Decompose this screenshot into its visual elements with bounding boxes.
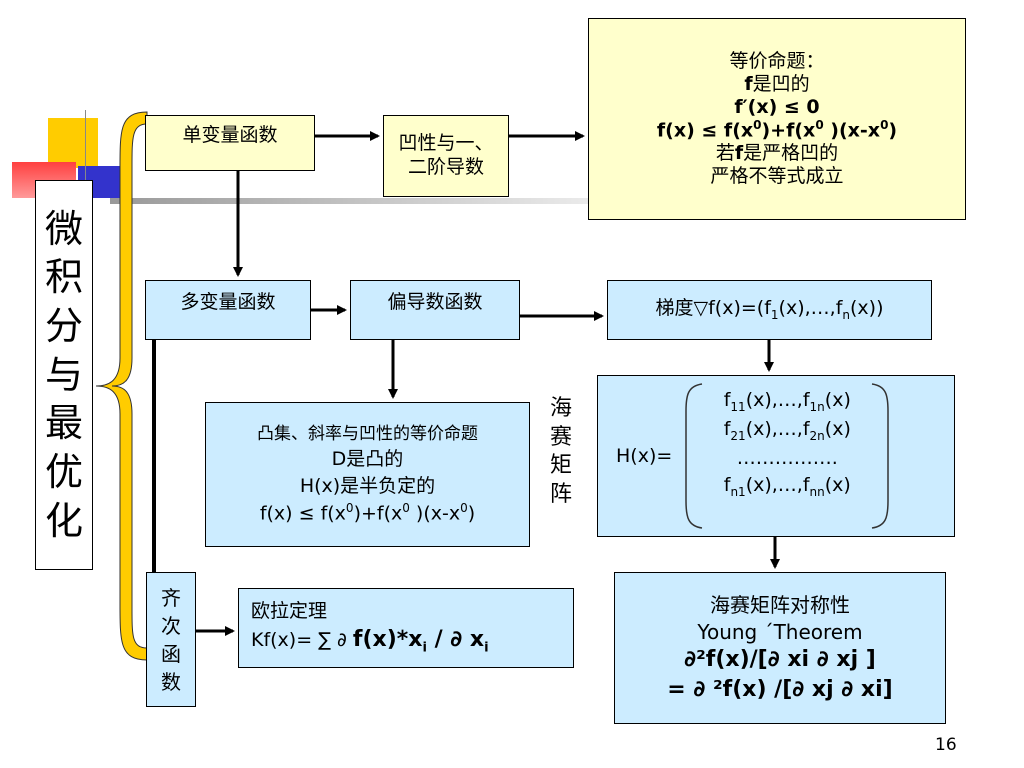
homogeneous-box: 齐 次 函 数	[146, 572, 196, 707]
main-title-char: 积	[44, 255, 83, 300]
young-theorem-box: 海赛矩阵对称性 Young ´Theorem ∂²f(x)/[∂ xi ∂ xj…	[614, 572, 946, 724]
hessian-hx: H(x)=	[616, 445, 673, 467]
hessian-label-char: 海	[549, 396, 572, 421]
hessian-rows: f11(x),…,f1n(x) f21(x),…,f2n(x) ……………. f…	[704, 387, 870, 500]
multi-variable-box: 多变量函数	[145, 280, 311, 340]
convex-line: H(x)是半负定的	[299, 474, 436, 497]
euler-formula: Kf(x)= ∑ ∂ f(x)*xi / ∂ xi	[251, 627, 489, 656]
partial-derivative-label: 偏导数函数	[387, 291, 483, 313]
main-title: 微 积 分 与 最 优 化	[45, 205, 83, 545]
concavity-line: 凹性与一、	[398, 132, 494, 155]
convex-inequality: f(x) ≤ f(x0)+f(x0 )(x-x0)	[259, 500, 476, 524]
main-title-char: 微	[44, 206, 83, 251]
convex-line: D是凸的	[331, 448, 404, 471]
page-number: 16	[935, 735, 957, 755]
hessian-bracket-right	[872, 383, 890, 529]
hessian-row: f11(x),…,f1n(x)	[723, 389, 851, 414]
equivalence-box: 等价命题： f是凹的 f′(x) ≤ 0 f(x) ≤ f(x0)+f(x0 )…	[588, 18, 966, 220]
gradient-box: 梯度▽f(x)=(f1(x),…,fn(x))	[607, 280, 932, 340]
hessian-label-char: 赛	[549, 424, 572, 450]
homogeneous-label: 齐 次 函 数	[161, 584, 181, 696]
main-title-box: 微 积 分 与 最 优 化	[35, 180, 93, 570]
multi-variable-label: 多变量函数	[180, 291, 276, 313]
deco-yellow-square	[48, 118, 98, 168]
main-title-char: 最	[44, 401, 83, 446]
euler-title: 欧拉定理	[251, 600, 328, 623]
hessian-label-char: 矩	[549, 453, 572, 479]
hessian-row-ellipsis: …………….	[736, 446, 838, 469]
hessian-bracket-left	[685, 383, 703, 529]
connector-line-vertical	[152, 340, 156, 575]
hessian-row: f21(x),…,f2n(x)	[723, 417, 851, 443]
homogeneous-char: 次	[161, 613, 181, 638]
homogeneous-char: 齐	[161, 585, 181, 610]
euler-box: 欧拉定理 Kf(x)= ∑ ∂ f(x)*xi / ∂ xi	[238, 588, 574, 668]
deco-horizontal-rule	[110, 198, 610, 204]
convex-heading: 凸集、斜率与凹性的等价命题	[257, 423, 478, 444]
single-variable-label: 单变量函数	[182, 124, 278, 146]
homogeneous-char: 数	[161, 669, 181, 694]
equivalence-inequality: f(x) ≤ f(x0)+f(x0 )(x-x0)	[656, 118, 898, 142]
hessian-label-char: 阵	[549, 481, 572, 507]
concavity-box: 凹性与一、 二阶导数	[383, 115, 509, 197]
single-variable-box: 单变量函数	[145, 115, 315, 171]
hessian-row: fn1(x),…,fnn(x)	[723, 473, 851, 499]
young-heading: 海赛矩阵对称性	[710, 592, 850, 617]
main-title-char: 化	[44, 498, 83, 543]
convex-set-box: 凸集、斜率与凹性的等价命题 D是凸的 H(x)是半负定的 f(x) ≤ f(x0…	[205, 402, 530, 547]
homogeneous-char: 函	[161, 641, 181, 666]
hessian-side-label: 海 赛 矩 阵	[545, 395, 577, 509]
main-title-char: 优	[44, 449, 83, 494]
hessian-matrix: f11(x),…,f1n(x) f21(x),…,f2n(x) ……………. f…	[682, 381, 892, 531]
concavity-line: 二阶导数	[407, 156, 484, 178]
hessian-box: H(x)= f11(x),…,f1n(x) f21(x),…,f2n(x) ………	[597, 375, 955, 537]
equivalence-line: f是凹的	[744, 72, 810, 95]
partial-derivative-box: 偏导数函数	[350, 280, 520, 340]
main-title-char: 分	[44, 304, 83, 349]
main-title-char: 与	[44, 352, 83, 397]
young-formula: = ∂ ²f(x) /[∂ xj ∂ xi]	[667, 676, 893, 702]
young-title: Young ´Theorem	[697, 619, 863, 644]
young-formula: ∂²f(x)/[∂ xi ∂ xj ]	[684, 647, 876, 673]
gradient-formula: 梯度▽f(x)=(f1(x),…,fn(x))	[655, 297, 884, 322]
equivalence-heading: 等价命题：	[729, 49, 825, 72]
equivalence-strict-result: 严格不等式成立	[710, 165, 844, 188]
equivalence-strict: 若f是严格凹的	[715, 142, 839, 165]
equivalence-derivative: f′(x) ≤ 0	[734, 95, 820, 118]
